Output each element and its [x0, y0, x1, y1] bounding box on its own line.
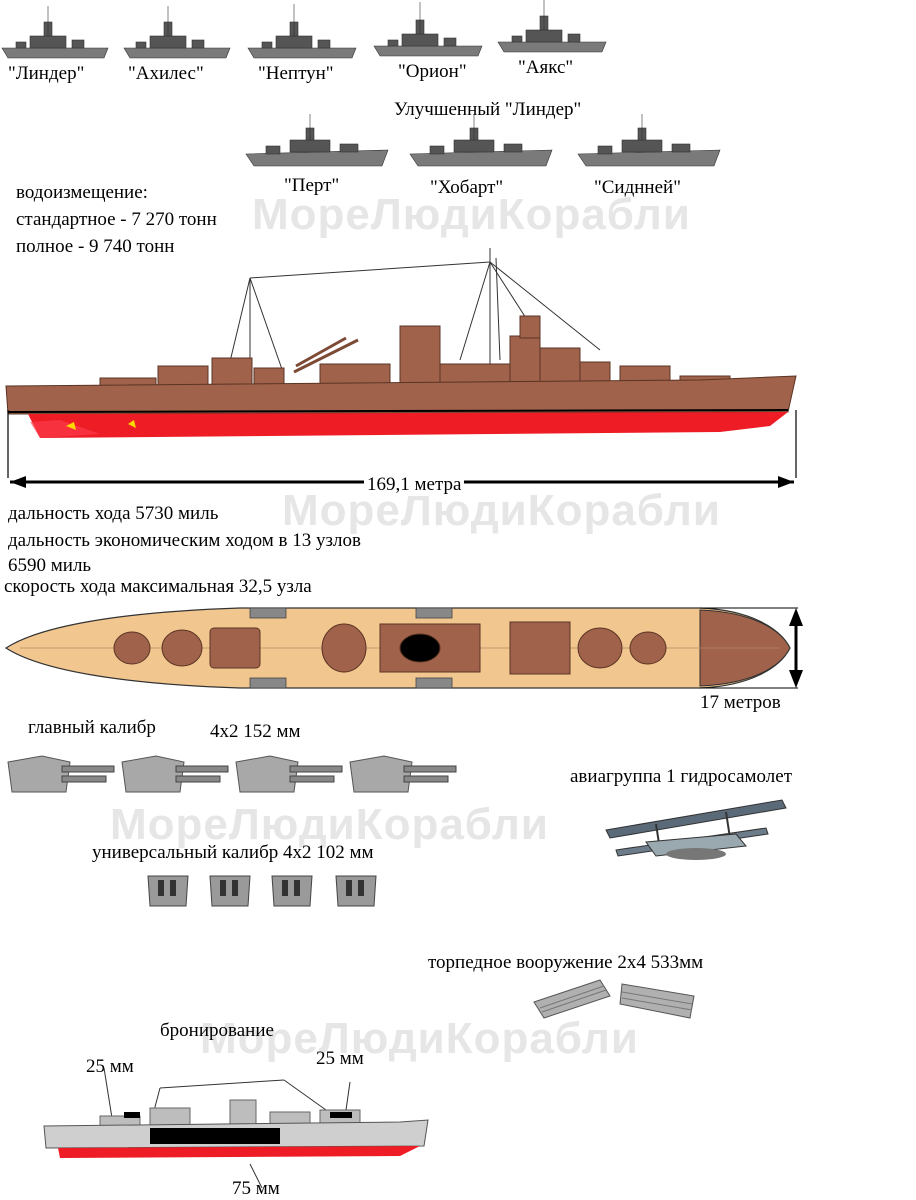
ship-thumbnail-neptune — [247, 4, 357, 59]
torpedo-label: торпедное вооружение 2х4 533мм — [428, 952, 704, 973]
turret-icon — [349, 755, 457, 793]
turret-icon — [121, 755, 229, 793]
ship-name-linder: "Линдер" — [8, 63, 85, 84]
ship-thumbnail-orion — [373, 2, 483, 57]
armor-title: бронирование — [160, 1020, 274, 1041]
torpedo-tube-icon — [533, 979, 611, 1019]
aviation-label: авиагруппа 1 гидросамолет — [570, 766, 793, 787]
turret-icon — [7, 755, 115, 793]
armor-deck-right: 25 мм — [316, 1048, 364, 1069]
displacement-full: полное - 9 740 тонн — [16, 236, 175, 257]
armor-scheme-ship — [43, 1067, 429, 1189]
main-caliber-label: главный калибр — [28, 717, 156, 738]
watermark: МореЛюдиКорабли — [282, 486, 721, 535]
ship-name-hobart: "Хобарт" — [430, 177, 504, 198]
turret-icon — [235, 755, 343, 793]
ship-name-ajax: "Аякс" — [518, 57, 574, 78]
gun-mount-icon — [209, 875, 251, 907]
ship-thumbnail-perth — [245, 114, 389, 167]
improved-linder-thumbnails — [245, 114, 721, 167]
ship-side-profile — [5, 248, 797, 488]
seaplane-icon — [605, 799, 787, 860]
watermark: МореЛюдиКорабли — [252, 190, 691, 239]
ship-thumbnail-sydney — [577, 114, 721, 167]
universal-caliber-mounts — [147, 875, 377, 907]
ship-name-sydney: "Сиднней" — [594, 177, 681, 198]
displacement-title: водоизмещение: — [16, 182, 148, 203]
hull-upper — [5, 375, 797, 415]
improved-linder-title: Улучшенный "Линдер" — [394, 99, 582, 120]
ship-thumbnail-hobart — [409, 114, 553, 167]
ship-name-perth: "Перт" — [284, 175, 340, 196]
range-line3: 6590 миль — [8, 555, 92, 576]
main-caliber-value: 4х2 152 мм — [210, 721, 301, 742]
watermark: МореЛюдиКорабли — [200, 1014, 639, 1063]
displacement-standard: стандартное - 7 270 тонн — [16, 209, 217, 230]
hull-underwater — [28, 412, 788, 438]
length-label: 169,1 метра — [364, 474, 465, 496]
ship-name-orion: "Орион" — [398, 61, 467, 82]
universal-caliber-label: универсальный калибр 4х2 102 мм — [92, 842, 374, 863]
armor-deck-left: 25 мм — [86, 1056, 134, 1077]
ship-thumbnail-linder — [1, 6, 109, 59]
gun-mount-icon — [147, 875, 189, 907]
gun-mount-icon — [335, 875, 377, 907]
linder-ship-thumbnails — [1, 0, 607, 59]
gun-mount-icon — [271, 875, 313, 907]
range-line2: дальность экономическим ходом в 13 узлов — [8, 530, 361, 551]
watermark: МореЛюдиКорабли — [110, 800, 549, 849]
speed-label: скорость хода максимальная 32,5 узла — [4, 576, 312, 597]
ship-top-view — [4, 607, 803, 689]
main-caliber-turrets — [7, 755, 457, 793]
beam-label: 17 метров — [700, 692, 781, 713]
torpedo-tubes — [533, 979, 695, 1019]
armor-belt — [150, 1128, 280, 1144]
ship-thumbnail-achilles — [123, 6, 231, 59]
ship-name-neptune: "Нептун" — [258, 63, 334, 84]
ship-thumbnail-ajax — [497, 0, 607, 53]
ship-name-achilles: "Ахилес" — [128, 63, 204, 84]
armor-belt-label: 75 мм — [232, 1178, 280, 1199]
torpedo-tube-icon — [619, 983, 695, 1019]
range-line1: дальность хода 5730 миль — [8, 503, 219, 524]
